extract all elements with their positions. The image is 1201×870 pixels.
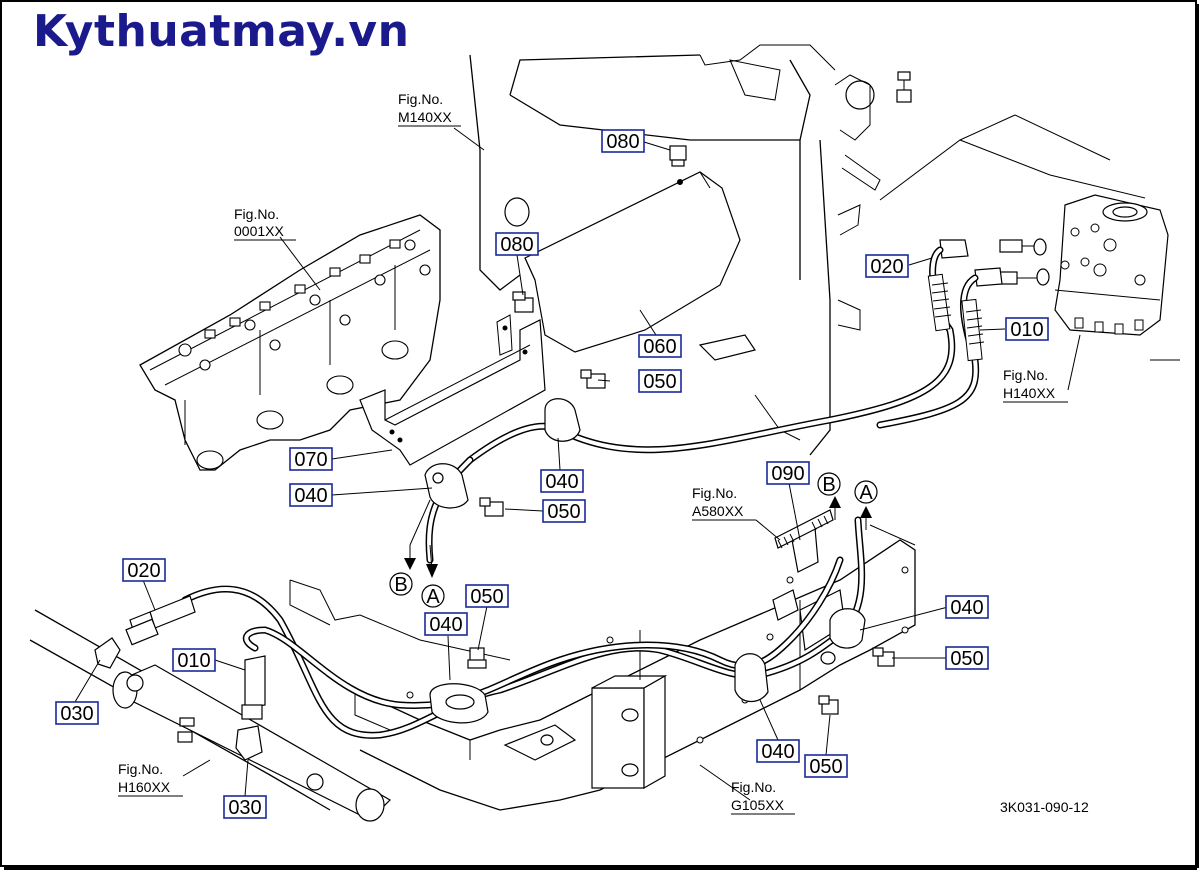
part-number-text: 050	[470, 586, 503, 608]
part-number-text: 010	[1010, 319, 1043, 341]
fig-code-text: H140XX	[1003, 385, 1056, 401]
fig-code-text: H160XX	[118, 779, 171, 795]
bracket-070-drawing	[359, 314, 546, 466]
part-number-text: 040	[761, 741, 794, 763]
site-logo: Kythuatmay.vn	[33, 6, 410, 57]
part-number-text: 080	[606, 131, 639, 153]
part-label: 020	[122, 558, 166, 582]
arrow-letter-text: B	[394, 574, 407, 596]
fig-label-text: Fig.No.	[398, 91, 443, 107]
arrow-label: A	[854, 480, 878, 504]
part-number-text: 030	[228, 797, 261, 819]
part-number-text: 060	[643, 336, 676, 358]
part-number-text: 020	[127, 560, 160, 582]
fig-reference: Fig.No. G105XX	[731, 779, 795, 815]
part-number-text: 080	[500, 234, 533, 256]
part-label: 050	[542, 499, 586, 523]
part-number-text: 050	[950, 648, 983, 670]
part-label: 050	[804, 754, 848, 778]
part-label: 020	[865, 254, 909, 278]
part-label: 010	[172, 648, 216, 672]
fig-reference: Fig.No. M140XX	[398, 91, 461, 127]
part-label: 050	[638, 369, 682, 393]
part-label: 050	[945, 646, 989, 670]
part-label: 080	[495, 232, 539, 256]
fig-label-text: Fig.No.	[731, 779, 776, 795]
engine-block-drawing	[139, 214, 441, 471]
fig-label-text: Fig.No.	[1003, 367, 1048, 383]
part-label: 030	[223, 795, 267, 819]
fig-code-text: 0001XX	[234, 223, 284, 239]
part-number-text: 040	[950, 597, 983, 619]
cover-060-drawing	[524, 171, 756, 361]
leader-lines	[74, 127, 1081, 801]
fig-label-text: Fig.No.	[118, 761, 163, 777]
part-label: 040	[756, 739, 800, 763]
part-number-text: 040	[429, 614, 462, 636]
arrow-label: B	[817, 472, 841, 496]
arrow-label: A	[421, 584, 445, 608]
frame-panel-drawing	[469, 44, 912, 456]
drawing-code: 3K031-090-12	[1000, 799, 1089, 815]
part-label: 040	[289, 483, 333, 507]
arrow-letter-text: A	[859, 482, 873, 504]
part-label: 040	[945, 595, 989, 619]
arrow-label: B	[389, 572, 413, 596]
fittings-upper-drawing	[939, 238, 1050, 287]
part-number-text: 040	[294, 485, 327, 507]
part-label: 080	[601, 129, 645, 153]
flow-arrows-drawing	[404, 496, 872, 578]
fig-label-text: Fig.No.	[692, 485, 737, 501]
part-label: 010	[1005, 317, 1049, 341]
part-label: 040	[424, 612, 468, 636]
fig-code-text: G105XX	[731, 797, 785, 813]
part-number-text: 020	[870, 256, 903, 278]
arrow-letter-text: B	[822, 474, 835, 496]
fig-code-text: M140XX	[398, 109, 452, 125]
part-number-text: 050	[547, 501, 580, 523]
part-label: 050	[465, 584, 509, 608]
clamps-lower-drawing	[125, 509, 895, 724]
fig-reference: Fig.No. H140XX	[1003, 367, 1068, 403]
part-number-text: 030	[60, 703, 93, 725]
part-number-text: 040	[545, 471, 578, 493]
part-number-text: 050	[643, 371, 676, 393]
clamps-upper-drawing	[424, 145, 687, 517]
part-label: 070	[289, 447, 333, 471]
steering-unit-drawing	[879, 114, 1180, 361]
fig-reference: Fig.No. 0001XX	[234, 206, 296, 241]
arrow-letter-text: A	[426, 586, 440, 608]
fig-reference: Fig.No. A580XX	[692, 485, 756, 521]
fig-reference: Fig.No. H160XX	[118, 761, 183, 797]
part-label: 090	[766, 461, 810, 485]
part-number-text: 070	[294, 449, 327, 471]
fig-code-text: A580XX	[692, 503, 744, 519]
part-number-text: 090	[771, 463, 804, 485]
part-label: 030	[55, 701, 99, 725]
fig-label-text: Fig.No.	[234, 206, 279, 222]
part-number-text: 050	[809, 756, 842, 778]
part-label: 040	[540, 469, 584, 493]
part-number-text: 010	[177, 650, 210, 672]
part-label: 060	[638, 334, 682, 358]
